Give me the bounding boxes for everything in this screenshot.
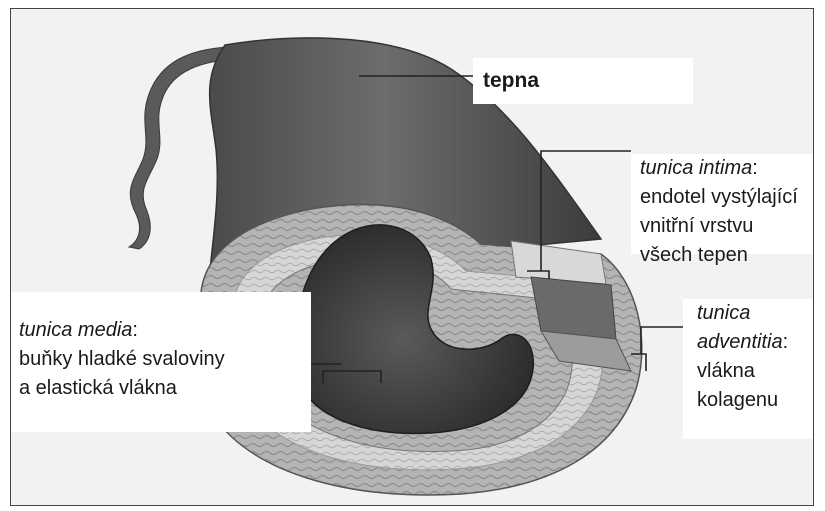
adventitia-desc-1: vlákna (697, 357, 814, 386)
adventitia-term-2: adventitia (697, 331, 783, 353)
label-tunica-media: tunica media: buňky hladké svaloviny a e… (11, 292, 311, 432)
diagram-frame: tepna tunica intima: endotel vystýlající… (10, 8, 814, 506)
adventitia-term-1: tunica (697, 302, 750, 324)
intima-desc-3: všech tepen (640, 241, 814, 270)
media-desc-1: buňky hladké svaloviny (19, 345, 311, 374)
intima-desc-1: endotel vystýlající (640, 183, 814, 212)
label-tunica-intima: tunica intima: endotel vystýlající vnitř… (631, 154, 814, 254)
adventitia-desc-2: kolagenu (697, 386, 814, 415)
media-term: tunica media (19, 319, 132, 341)
media-desc-2: a elastická vlákna (19, 374, 311, 403)
label-tunica-adventitia: tunica adventitia: vlákna kolagenu (683, 299, 814, 439)
intima-desc-2: vnitřní vrstvu (640, 212, 814, 241)
label-tepna: tepna (473, 58, 693, 104)
intima-term: tunica intima (640, 157, 752, 179)
tepna-text: tepna (483, 69, 539, 92)
cutaway-wedge (511, 241, 606, 284)
